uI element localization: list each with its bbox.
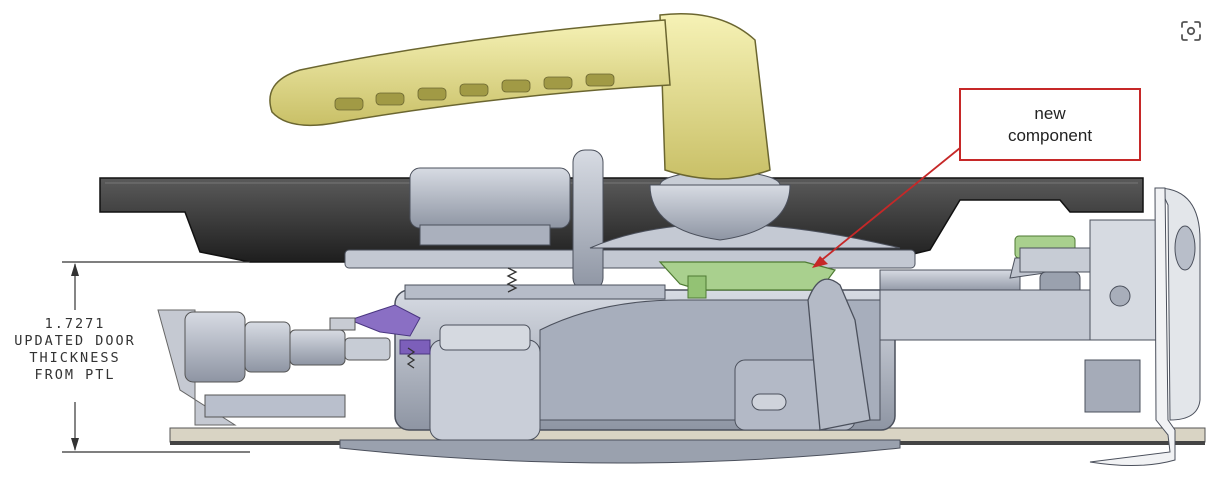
door-trim-plate <box>99 177 1144 263</box>
dimension-line-4: FROM PTL <box>34 367 116 383</box>
right-rail <box>1089 187 1201 467</box>
dimension-line-2: UPDATED DOOR <box>14 333 136 349</box>
mechanism-plate <box>344 149 916 300</box>
springs <box>406 267 518 369</box>
dimension-arrow-top <box>71 263 79 276</box>
pawl-cam <box>807 278 871 431</box>
right-bracket <box>879 219 1161 413</box>
callout-line-1: new <box>1034 103 1066 123</box>
handle-rose <box>649 170 791 241</box>
purple-lever <box>329 304 431 355</box>
callout-line-2: component <box>1007 125 1093 145</box>
callout-arrowhead <box>812 256 828 268</box>
dimension-label: 1.7271 UPDATED DOOR THICKNESS FROM PTL <box>0 316 150 384</box>
callout-box: new component <box>959 88 1141 161</box>
left-connector <box>157 309 391 426</box>
dimension-value: 1.7271 <box>44 316 106 332</box>
callout-arrow <box>817 147 961 264</box>
visual-search-icon[interactable] <box>1180 20 1202 42</box>
main-housing <box>339 289 901 464</box>
handle-lever <box>269 12 771 180</box>
dimension-arrow-bottom <box>71 438 79 451</box>
dimension-line-3: THICKNESS <box>29 350 121 366</box>
